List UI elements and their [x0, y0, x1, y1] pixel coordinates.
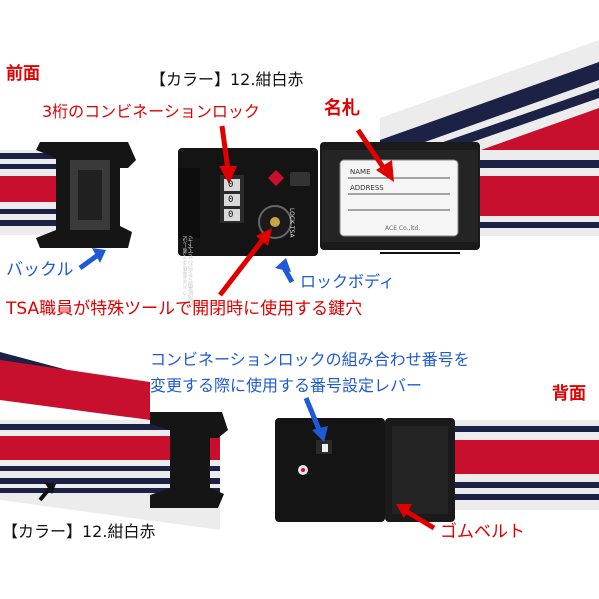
name-tag-arrow	[355, 128, 394, 182]
buckle-label: バックル	[6, 260, 74, 280]
back-right-strap	[440, 420, 599, 510]
name-tag-label: 名札	[324, 98, 360, 119]
setting-lever-arrow	[303, 397, 328, 442]
front-buckle	[36, 142, 136, 248]
color-label-top: 【カラー】12.紺白赤	[150, 70, 304, 89]
combination-lock-arrow	[219, 125, 237, 184]
rubber-belt-label: ゴムベルト	[440, 522, 525, 542]
lock-instruction: バックルを最後まで差し込み暗証番号を合わせて下さい	[183, 236, 201, 308]
lock-body	[178, 148, 318, 256]
name-tag-holder	[320, 142, 480, 254]
rubber-belt	[385, 418, 455, 522]
color-bottom-arrow	[38, 482, 56, 502]
rubber-belt-arrow	[396, 504, 436, 531]
dial-text: LOCK TSA	[288, 208, 295, 238]
dial-digit-3: 0	[228, 210, 234, 220]
tag-maker-label: ACE Co.,ltd.	[385, 225, 421, 232]
lock-body-back	[275, 418, 385, 522]
setting-lever-label-line1: コンビネーションロックの組み合わせ番号を	[150, 350, 470, 369]
combination-lock-label: 3桁のコンビネーションロック	[42, 102, 260, 121]
setting-lever-label-line2: 変更する際に使用する番号設定レバー	[150, 376, 423, 395]
dial-digit-2: 0	[228, 195, 234, 205]
tsa-keyhole-arrow	[218, 228, 272, 297]
color-label-bottom: 【カラー】12.紺白赤	[2, 522, 156, 541]
tag-address-label: ADDRESS	[350, 184, 384, 192]
buckle-arrow	[78, 248, 106, 271]
lock-body-arrow	[275, 258, 295, 284]
back-buckle	[150, 412, 228, 508]
lock-body-label: ロックボディ	[300, 272, 395, 291]
tsa-keyhole-label: TSA職員が特殊ツールで開閉時に使用する鍵穴	[6, 299, 363, 319]
front-label: 前面	[6, 64, 40, 84]
tag-name-label: NAME	[350, 168, 371, 176]
dial-digit-1: 0	[228, 180, 234, 190]
back-label: 背面	[552, 384, 586, 404]
